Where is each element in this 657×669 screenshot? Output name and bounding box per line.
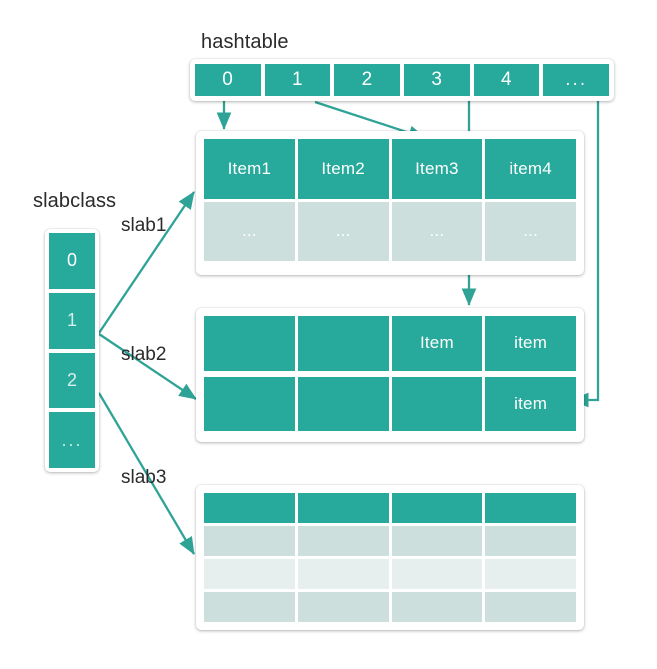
- cell-item4[interactable]: item4: [485, 139, 576, 199]
- cell-empty[interactable]: [485, 526, 576, 556]
- cell-empty[interactable]: [391, 376, 483, 431]
- hashtable-cell-ellipsis[interactable]: ...: [543, 64, 610, 96]
- table-row: [204, 526, 576, 556]
- hashtable-label: hashtable: [201, 31, 289, 53]
- slabclass-cell-2[interactable]: 2: [49, 352, 95, 409]
- hashtable-row: 0 1 2 3 4 ...: [190, 59, 614, 101]
- slabclass-cell-0[interactable]: 0: [49, 233, 95, 289]
- table-row: Item item: [204, 316, 576, 371]
- slabclass-cell-ellipsis[interactable]: ...: [49, 412, 95, 468]
- cell-empty[interactable]: [297, 493, 389, 523]
- table-row: ... ... ... ...: [204, 201, 576, 261]
- slab3-label: slab3: [121, 467, 167, 488]
- cell-item[interactable]: item: [485, 376, 576, 431]
- cell-empty[interactable]: [391, 526, 483, 556]
- table-row: item: [204, 376, 576, 431]
- cell-empty[interactable]: [297, 376, 389, 431]
- slabclass-cell-1[interactable]: 1: [49, 292, 95, 349]
- slab1-label: slab1: [121, 215, 167, 236]
- cell-empty[interactable]: [204, 376, 295, 431]
- hashtable-cell-2[interactable]: 2: [334, 64, 401, 96]
- cell-empty[interactable]: [391, 559, 483, 589]
- hashtable-cell-1[interactable]: 1: [264, 64, 331, 96]
- cell-item1[interactable]: Item1: [204, 139, 295, 199]
- slab-table-3: [196, 485, 584, 630]
- cell-empty[interactable]: [204, 316, 295, 371]
- table-row: [204, 493, 576, 523]
- hashtable-cell-4[interactable]: 4: [473, 64, 540, 96]
- cell-empty[interactable]: [391, 592, 483, 622]
- cell-ellipsis[interactable]: ...: [485, 201, 576, 261]
- slabclass-column: 0 1 2 ...: [45, 229, 99, 472]
- table-row: [204, 559, 576, 589]
- cell-empty[interactable]: [297, 316, 389, 371]
- slab-table-1: Item1 Item2 Item3 item4 ... ... ... ...: [196, 131, 584, 275]
- cell-empty[interactable]: [297, 526, 389, 556]
- hashtable-cell-3[interactable]: 3: [404, 64, 470, 96]
- slabclass-label: slabclass: [33, 190, 117, 212]
- slab2-label: slab2: [121, 344, 167, 365]
- cell-empty[interactable]: [485, 493, 576, 523]
- cell-empty[interactable]: [391, 493, 483, 523]
- cell-item[interactable]: item: [485, 316, 576, 371]
- cell-item[interactable]: Item: [391, 316, 483, 371]
- cell-item3[interactable]: Item3: [391, 139, 483, 199]
- cell-empty[interactable]: [297, 592, 389, 622]
- cell-ellipsis[interactable]: ...: [204, 201, 295, 261]
- table-row: [204, 592, 576, 622]
- table-row: Item1 Item2 Item3 item4: [204, 139, 576, 199]
- cell-empty[interactable]: [297, 559, 389, 589]
- cell-empty[interactable]: [204, 559, 295, 589]
- cell-empty[interactable]: [204, 526, 295, 556]
- cell-empty[interactable]: [204, 493, 295, 523]
- cell-empty[interactable]: [204, 592, 295, 622]
- cell-ellipsis[interactable]: ...: [391, 201, 483, 261]
- hashtable-cell-0[interactable]: 0: [195, 64, 261, 96]
- cell-ellipsis[interactable]: ...: [297, 201, 389, 261]
- cell-empty[interactable]: [485, 592, 576, 622]
- slab-table-2: Item item item: [196, 308, 584, 442]
- cell-item2[interactable]: Item2: [297, 139, 389, 199]
- cell-empty[interactable]: [485, 559, 576, 589]
- arrow-slab1: [98, 191, 195, 334]
